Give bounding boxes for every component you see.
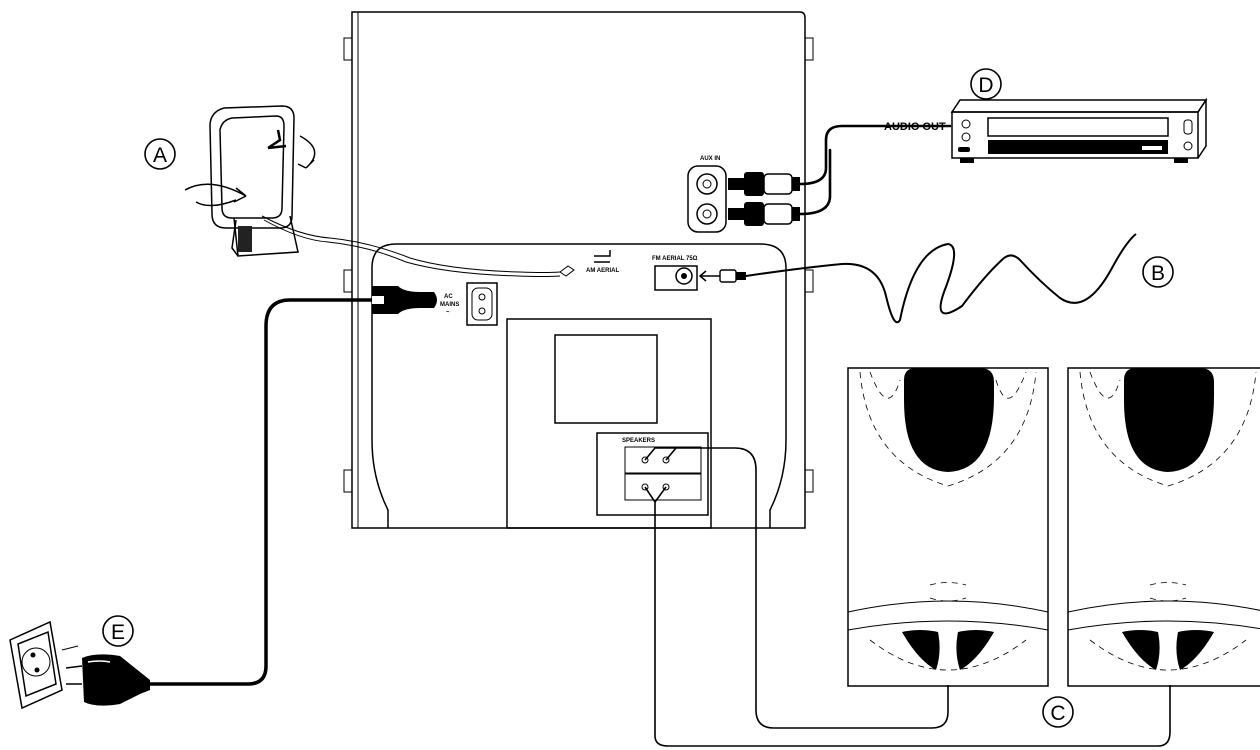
fm-wire-antenna [719, 233, 1137, 324]
speaker-wires [644, 447, 1171, 747]
callout-a-letter: A [153, 144, 167, 167]
callout-d: D [970, 68, 1002, 100]
callout-e: E [102, 615, 134, 647]
am-loop-antenna [184, 105, 561, 277]
left-speaker [847, 367, 1049, 687]
mains-power-cable [148, 286, 437, 686]
callout-b-letter: B [1151, 262, 1165, 285]
audio-source-device: AUDIO OUT [884, 97, 1208, 163]
callout-c: C [1042, 696, 1074, 728]
callout-d-letter: D [978, 74, 993, 97]
audio-out-label: AUDIO OUT [884, 121, 946, 133]
audio-cable [728, 124, 952, 226]
main-unit [343, 11, 814, 529]
tilde-label: ~ [446, 310, 450, 316]
ac-label: AC [444, 294, 453, 300]
callout-e-letter: E [111, 621, 125, 644]
fm-aerial-socket: FM AERIAL 75Ω [652, 256, 720, 291]
mains-plug [65, 654, 150, 706]
callout-b: B [1142, 256, 1174, 288]
callout-c-letter: C [1050, 702, 1065, 725]
callout-a: A [144, 138, 176, 170]
aux-in-socket: AUX IN [687, 156, 727, 233]
am-aerial-label: AM AERIAL [586, 268, 619, 274]
mains-label: MAINS [440, 302, 459, 308]
fm-aerial-label: FM AERIAL 75Ω [652, 256, 698, 262]
speakers-terminal: SPEAKERS [596, 432, 709, 516]
right-speaker [1067, 367, 1260, 687]
aux-in-label: AUX IN [700, 156, 720, 162]
ac-mains-socket: AC MAINS ~ [440, 282, 498, 326]
speakers-label: SPEAKERS [622, 438, 655, 444]
am-aerial-terminal: AM AERIAL [559, 250, 619, 277]
wall-socket [9, 620, 79, 710]
